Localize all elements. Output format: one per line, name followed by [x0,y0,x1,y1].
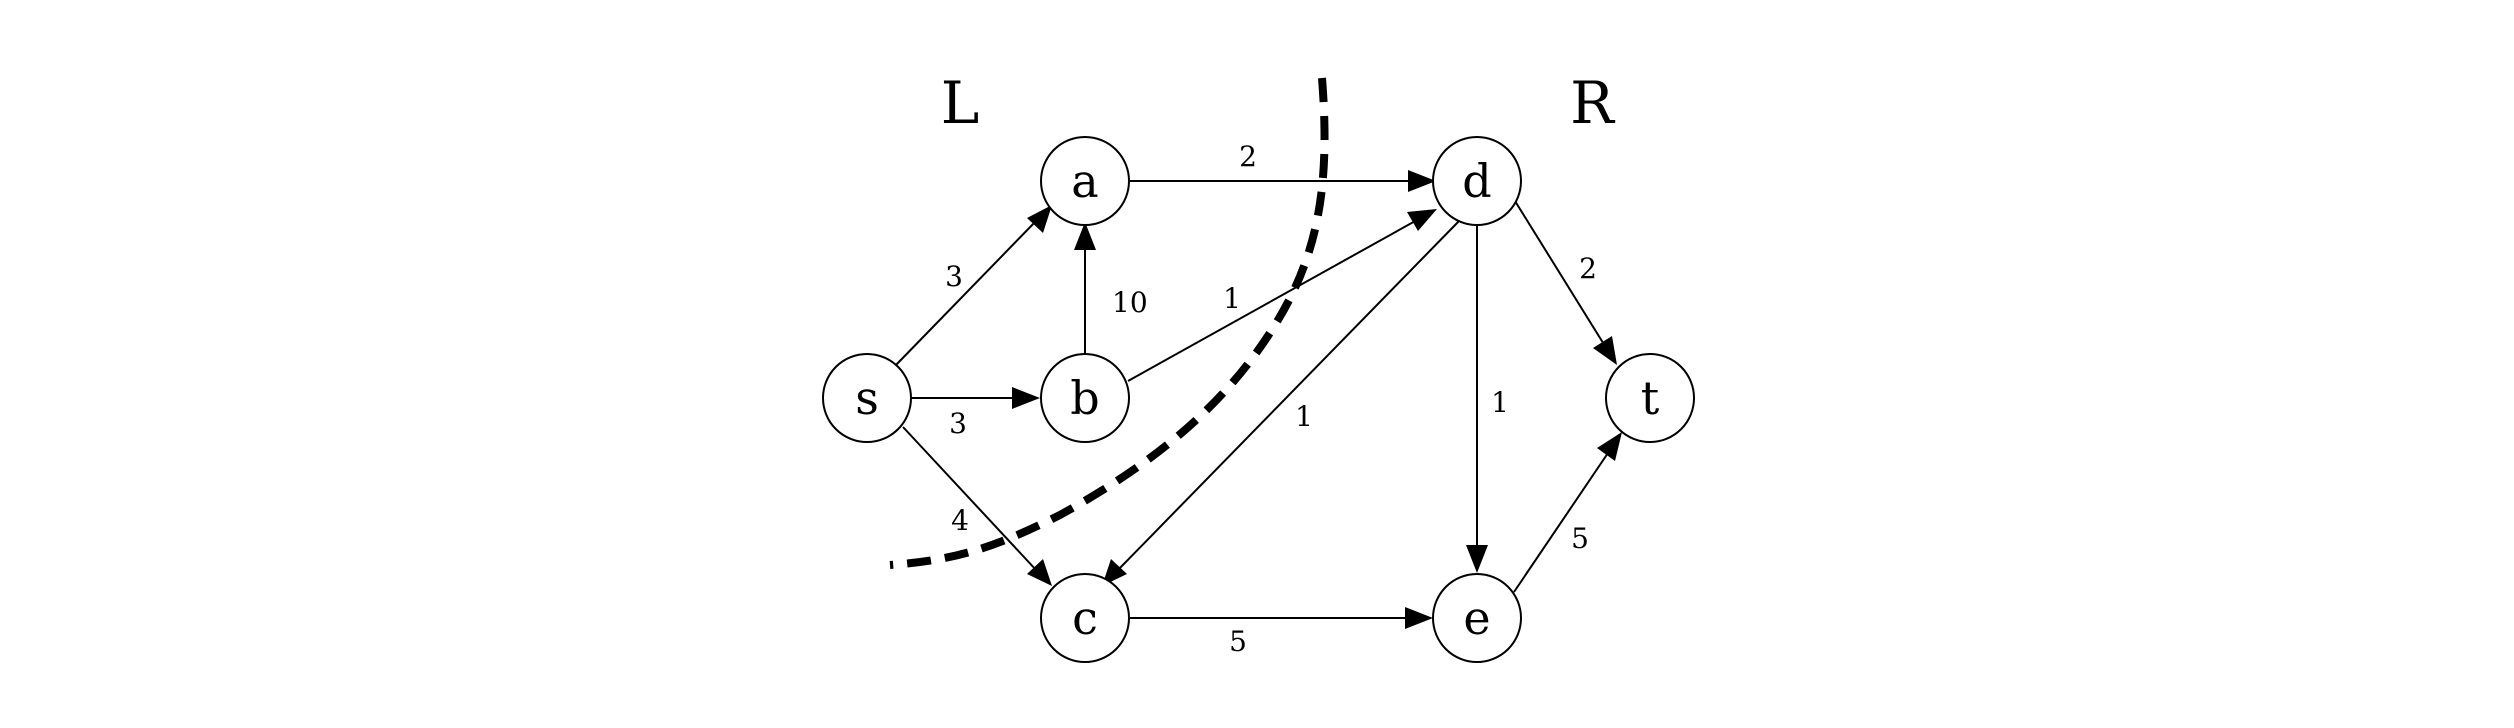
edge-s-a: 3 [894,205,1052,367]
edge-weight-b-a: 10 [1112,286,1148,319]
node-label-e: e [1463,591,1490,645]
edge-weight-a-d: 2 [1239,140,1257,173]
node-label-b: b [1070,371,1099,425]
right-set-label: R [1570,69,1616,137]
node-a: a [1040,136,1130,226]
edge-weight-s-c: 4 [951,504,969,537]
node-label-c: c [1072,591,1098,645]
cut-line [889,77,1329,569]
edge-a-d: 2 [1129,140,1436,192]
edge-c-e: 5 [1129,607,1433,658]
node-label-t: t [1641,371,1660,425]
edge-s-c: 4 [902,426,1052,586]
edge-weight-s-b: 3 [949,407,967,440]
node-b: b [1040,353,1130,443]
edge-d-e: 1 [1466,225,1509,573]
edge-weight-e-t: 5 [1571,522,1589,555]
edge-d-t: 2 [1514,200,1617,365]
edge-weight-c-e: 5 [1229,625,1247,658]
edge-weight-d-c: 1 [1295,400,1313,433]
edge-b-d: 1 [1127,209,1437,382]
left-set-label: L [941,69,980,137]
edge-weight-d-t: 2 [1579,252,1597,285]
edge-b-a: 10 [1074,222,1148,354]
node-e: e [1432,573,1522,663]
node-label-a: a [1071,154,1098,208]
node-c: c [1040,573,1130,663]
node-t: t [1605,353,1695,443]
node-label-s: s [855,371,879,425]
node-s: s [822,353,912,443]
edge-s-b: 3 [911,387,1040,440]
edge-e-t: 5 [1513,432,1622,593]
node-d: d [1432,136,1522,226]
edge-weight-d-e: 1 [1491,386,1509,419]
edge-weight-b-d: 1 [1223,282,1241,315]
edge-weight-s-a: 3 [945,260,963,293]
node-label-d: d [1462,154,1491,208]
edge-d-c: 1 [1102,219,1461,586]
